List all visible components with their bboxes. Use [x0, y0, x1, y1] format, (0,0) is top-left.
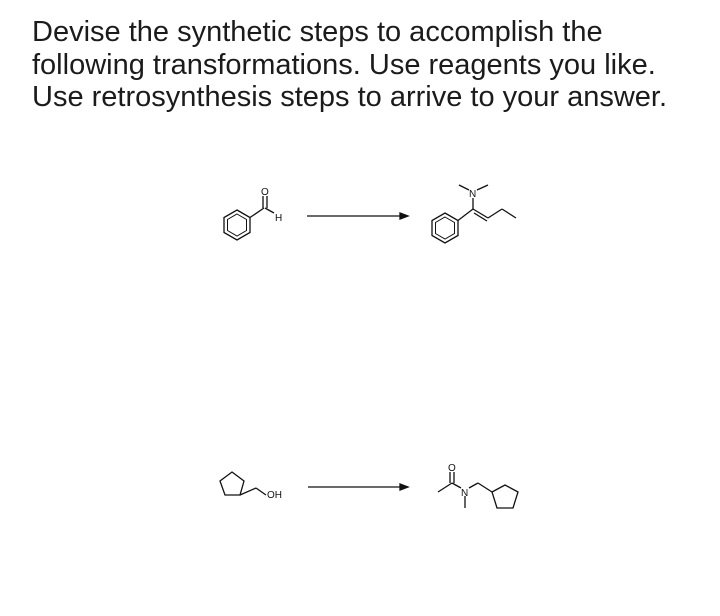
nitrogen-label: N: [461, 488, 468, 499]
oxygen-label: O: [261, 187, 269, 198]
reaction1-arrow: [307, 212, 410, 220]
reaction2-arrow: [308, 483, 410, 491]
hydroxyl-label: OH: [267, 490, 282, 501]
question-text: Devise the synthetic steps to accomplish…: [32, 16, 668, 113]
hydrogen-label: H: [275, 213, 282, 224]
reaction1-reactant-benzaldehyde: O H: [223, 187, 282, 241]
nitrogen-label: N: [469, 189, 476, 200]
reaction1-product-enamine: N: [431, 184, 517, 244]
reaction2-product-amide: O N: [437, 463, 519, 509]
oxygen-label: O: [448, 463, 456, 474]
reaction2-reactant-alcohol: OH: [219, 471, 282, 501]
